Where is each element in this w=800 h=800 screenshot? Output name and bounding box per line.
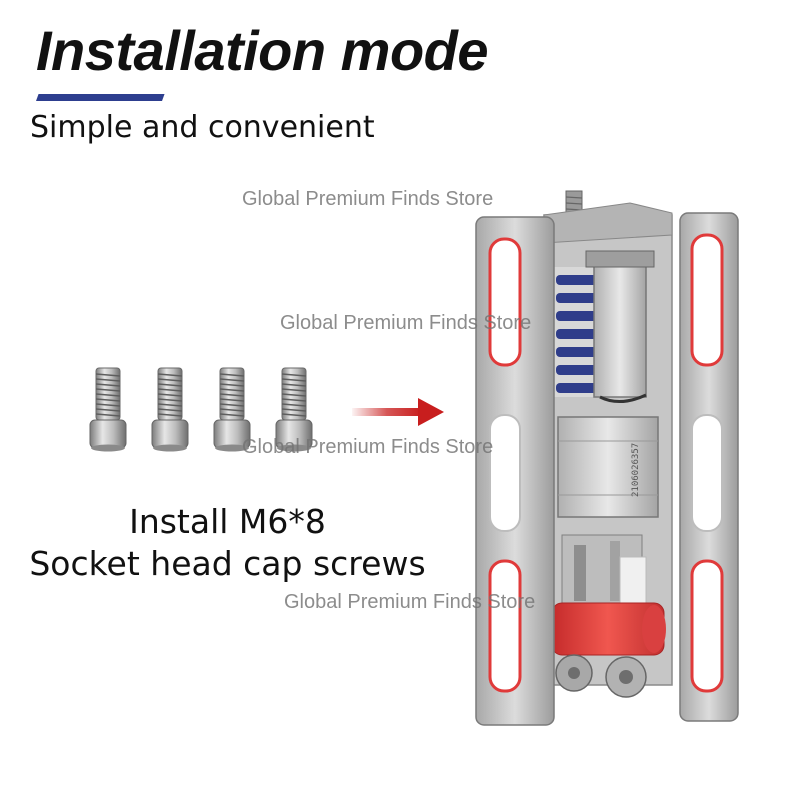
install-caption-line1: Install M6*8 — [129, 502, 326, 541]
watermark-text: Global Premium Finds Store — [242, 188, 494, 210]
watermark-text: Global Premium Finds Store — [284, 591, 536, 613]
serial-label: 2106026357 — [631, 443, 641, 497]
watermark-text: Global Premium Finds Store — [280, 312, 532, 334]
page-title: Installation mode — [36, 19, 489, 82]
watermark-text: Global Premium Finds Store — [242, 436, 494, 458]
title-underline — [36, 94, 165, 101]
install-caption-line2: Socket head cap screws — [29, 544, 426, 583]
screw-1 — [89, 367, 127, 453]
mount-bracket-device: 2106026357 — [475, 190, 739, 726]
arrow-right-icon — [352, 398, 444, 426]
screw-2 — [151, 367, 189, 453]
page-subtitle: Simple and convenient — [30, 110, 375, 145]
